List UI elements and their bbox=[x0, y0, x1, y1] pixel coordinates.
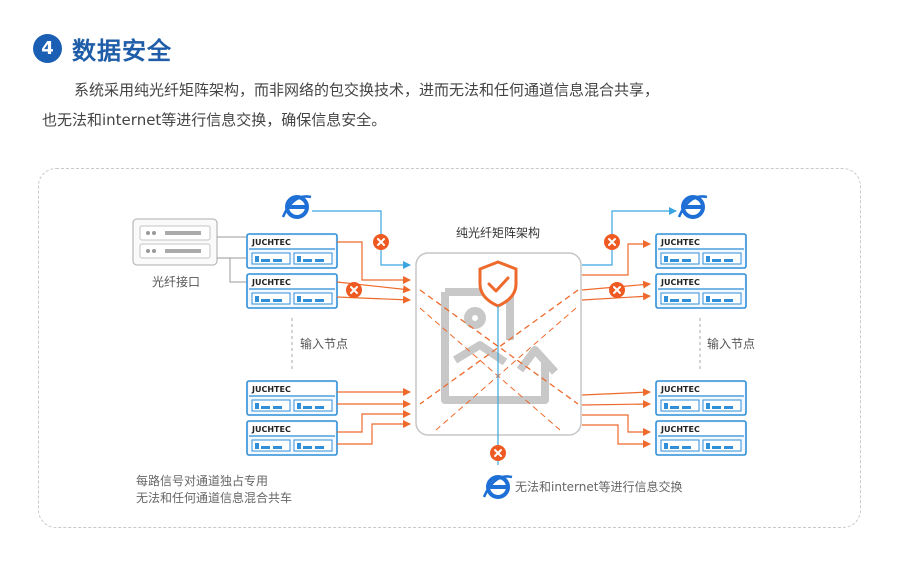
output-nodes-label: 输入节点 bbox=[707, 336, 755, 351]
section-header: 4 数据安全 bbox=[33, 30, 172, 66]
block-icon bbox=[608, 281, 626, 299]
fiber-interface-label: 光纤接口 bbox=[152, 274, 200, 289]
shield-check-icon bbox=[478, 260, 518, 308]
device-brand: JUCHTEC bbox=[660, 425, 700, 434]
output-device-2: JUCHTEC bbox=[655, 273, 747, 309]
block-icon bbox=[489, 444, 507, 462]
ie-icon bbox=[677, 195, 708, 219]
fiber-interface-server bbox=[132, 218, 218, 266]
internet-note: 无法和internet等进行信息交换 bbox=[515, 479, 682, 494]
description-line-2: 也无法和internet等进行信息交换，确保信息安全。 bbox=[42, 111, 387, 129]
note-line-1: 每路信号对通道独占专用 bbox=[136, 473, 268, 488]
device-brand: JUCHTEC bbox=[660, 238, 700, 247]
output-device-3: JUCHTEC bbox=[655, 380, 747, 416]
matrix-label: 纯光纤矩阵架构 bbox=[456, 225, 540, 240]
section-number-badge: 4 bbox=[33, 33, 62, 63]
output-device-4: JUCHTEC bbox=[655, 420, 747, 456]
block-icon bbox=[603, 233, 621, 251]
device-brand: JUCHTEC bbox=[251, 385, 291, 394]
note-line-2: 无法和任何通道信息混合共车 bbox=[136, 490, 292, 505]
device-brand: JUCHTEC bbox=[251, 278, 291, 287]
input-nodes-label: 输入节点 bbox=[300, 336, 348, 351]
block-icon bbox=[345, 281, 363, 299]
output-device-1: JUCHTEC bbox=[655, 233, 747, 269]
diagram-frame bbox=[38, 168, 861, 528]
ie-icon bbox=[482, 475, 513, 499]
device-brand: JUCHTEC bbox=[251, 425, 291, 434]
section-title: 数据安全 bbox=[72, 36, 172, 65]
description-line-1: 系统采用纯光纤矩阵架构，而非网络的包交换技术，进而无法和任何通道信息混合共享， bbox=[74, 81, 660, 99]
section-description: 系统采用纯光纤矩阵架构，而非网络的包交换技术，进而无法和任何通道信息混合共享， … bbox=[42, 75, 862, 135]
ie-icon bbox=[281, 195, 312, 219]
input-device-4: JUCHTEC bbox=[246, 420, 338, 456]
block-icon bbox=[372, 233, 390, 251]
input-device-1: JUCHTEC bbox=[246, 233, 338, 269]
input-device-3: JUCHTEC bbox=[246, 380, 338, 416]
device-brand: JUCHTEC bbox=[660, 385, 700, 394]
device-brand: JUCHTEC bbox=[660, 278, 700, 287]
input-device-2: JUCHTEC bbox=[246, 273, 338, 309]
device-brand: JUCHTEC bbox=[251, 238, 291, 247]
